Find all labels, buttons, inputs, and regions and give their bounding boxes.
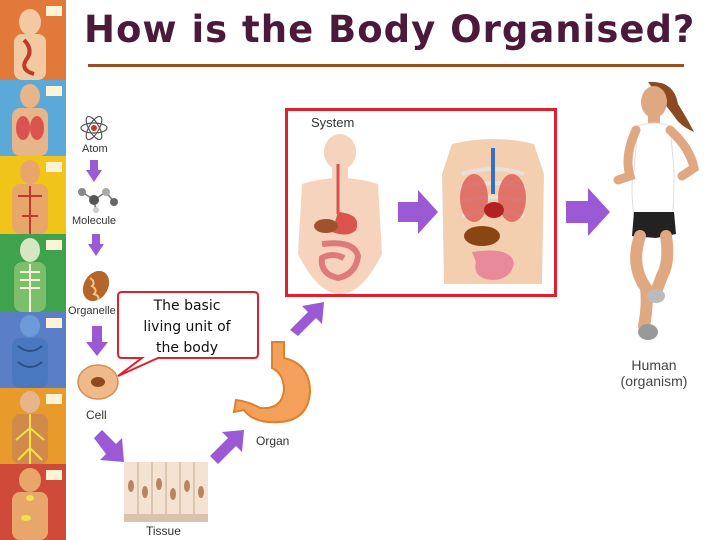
arrow-right-icon — [566, 188, 610, 236]
organ-label: Organ — [256, 434, 290, 448]
organism-label: Human (organism) — [612, 357, 696, 389]
callout-line: living unit of — [143, 319, 231, 335]
callout-line: the body — [155, 340, 219, 356]
mitochondrion-icon — [82, 270, 110, 302]
runner-figure — [613, 81, 700, 340]
organelle-label: Organelle — [68, 305, 116, 317]
arrow-diagonal-icon — [94, 430, 124, 462]
arrow-down-icon — [86, 160, 102, 182]
stomach-icon — [232, 341, 312, 424]
organism-label-line: Human — [631, 357, 677, 373]
arrow-down-icon — [86, 326, 108, 356]
atom-icon — [80, 115, 108, 141]
callout-bubble — [117, 291, 259, 377]
muscular-system-thumbnail — [0, 312, 66, 388]
skeletal-system-thumbnail — [0, 234, 66, 312]
callout-line: The basic — [153, 298, 221, 314]
digestive-system-thumbnail — [0, 0, 66, 80]
callout-text: The basic living unit of the body — [128, 296, 246, 359]
organism-label-line: (organism) — [620, 373, 688, 389]
molecule-label: Molecule — [72, 215, 117, 227]
circulatory-system-thumbnail — [0, 156, 66, 234]
digestive-system-figure — [298, 134, 382, 294]
molecule-icon — [78, 188, 118, 213]
arrow-right-icon — [398, 190, 438, 234]
atom-label: Atom — [82, 143, 108, 155]
cell-label: Cell — [86, 408, 107, 422]
tissue-label: Tissue — [146, 524, 181, 538]
arrow-diagonal-icon — [290, 302, 324, 336]
page-title: How is the Body Organised? — [84, 8, 696, 51]
arrow-diagonal-icon — [210, 430, 244, 464]
nervous-system-thumbnail — [0, 388, 66, 464]
torso-organs-figure — [442, 139, 544, 284]
arrow-down-icon — [88, 234, 104, 256]
body-systems-strip — [0, 0, 66, 540]
system-label: System — [311, 115, 355, 130]
title-divider — [88, 64, 684, 67]
cell-icon — [77, 364, 119, 400]
endocrine-system-thumbnail — [0, 464, 66, 540]
respiratory-system-thumbnail — [0, 80, 66, 156]
tissue-icon — [124, 462, 208, 522]
